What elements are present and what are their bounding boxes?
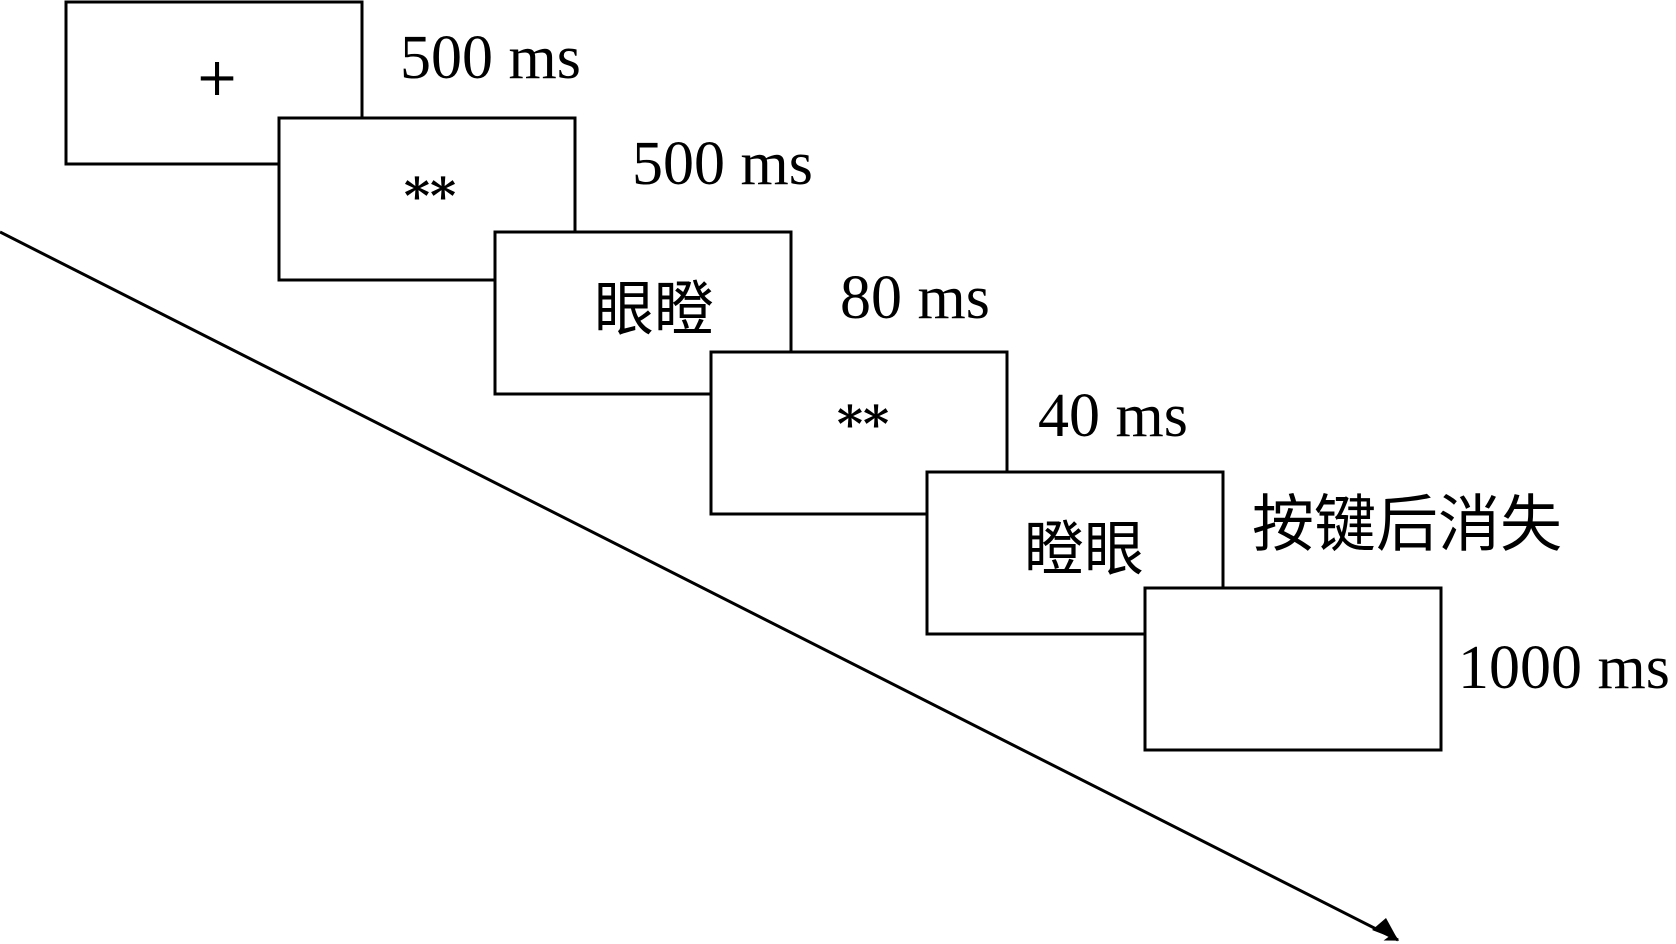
frame-mask-1: ** 500 ms <box>277 116 813 282</box>
duration-label: 500 ms <box>632 130 813 198</box>
frame-blank: 1000 ms <box>1143 586 1670 752</box>
prime-word: 眼瞪 <box>594 275 714 345</box>
duration-label: 1000 ms <box>1458 634 1670 702</box>
duration-label: 40 ms <box>1038 382 1188 450</box>
target-word: 瞪眼 <box>1024 515 1144 585</box>
mask-stimulus: ** <box>837 395 889 454</box>
duration-label: 按键后消失 <box>1252 488 1562 561</box>
fixation-cross: + <box>195 48 239 108</box>
screen-box <box>1143 586 1443 752</box>
arrow-head-icon <box>1372 918 1398 940</box>
mask-stimulus: ** <box>404 167 456 226</box>
duration-label: 500 ms <box>400 24 581 92</box>
duration-label: 80 ms <box>840 264 990 332</box>
time-axis-arrow <box>0 230 1400 942</box>
